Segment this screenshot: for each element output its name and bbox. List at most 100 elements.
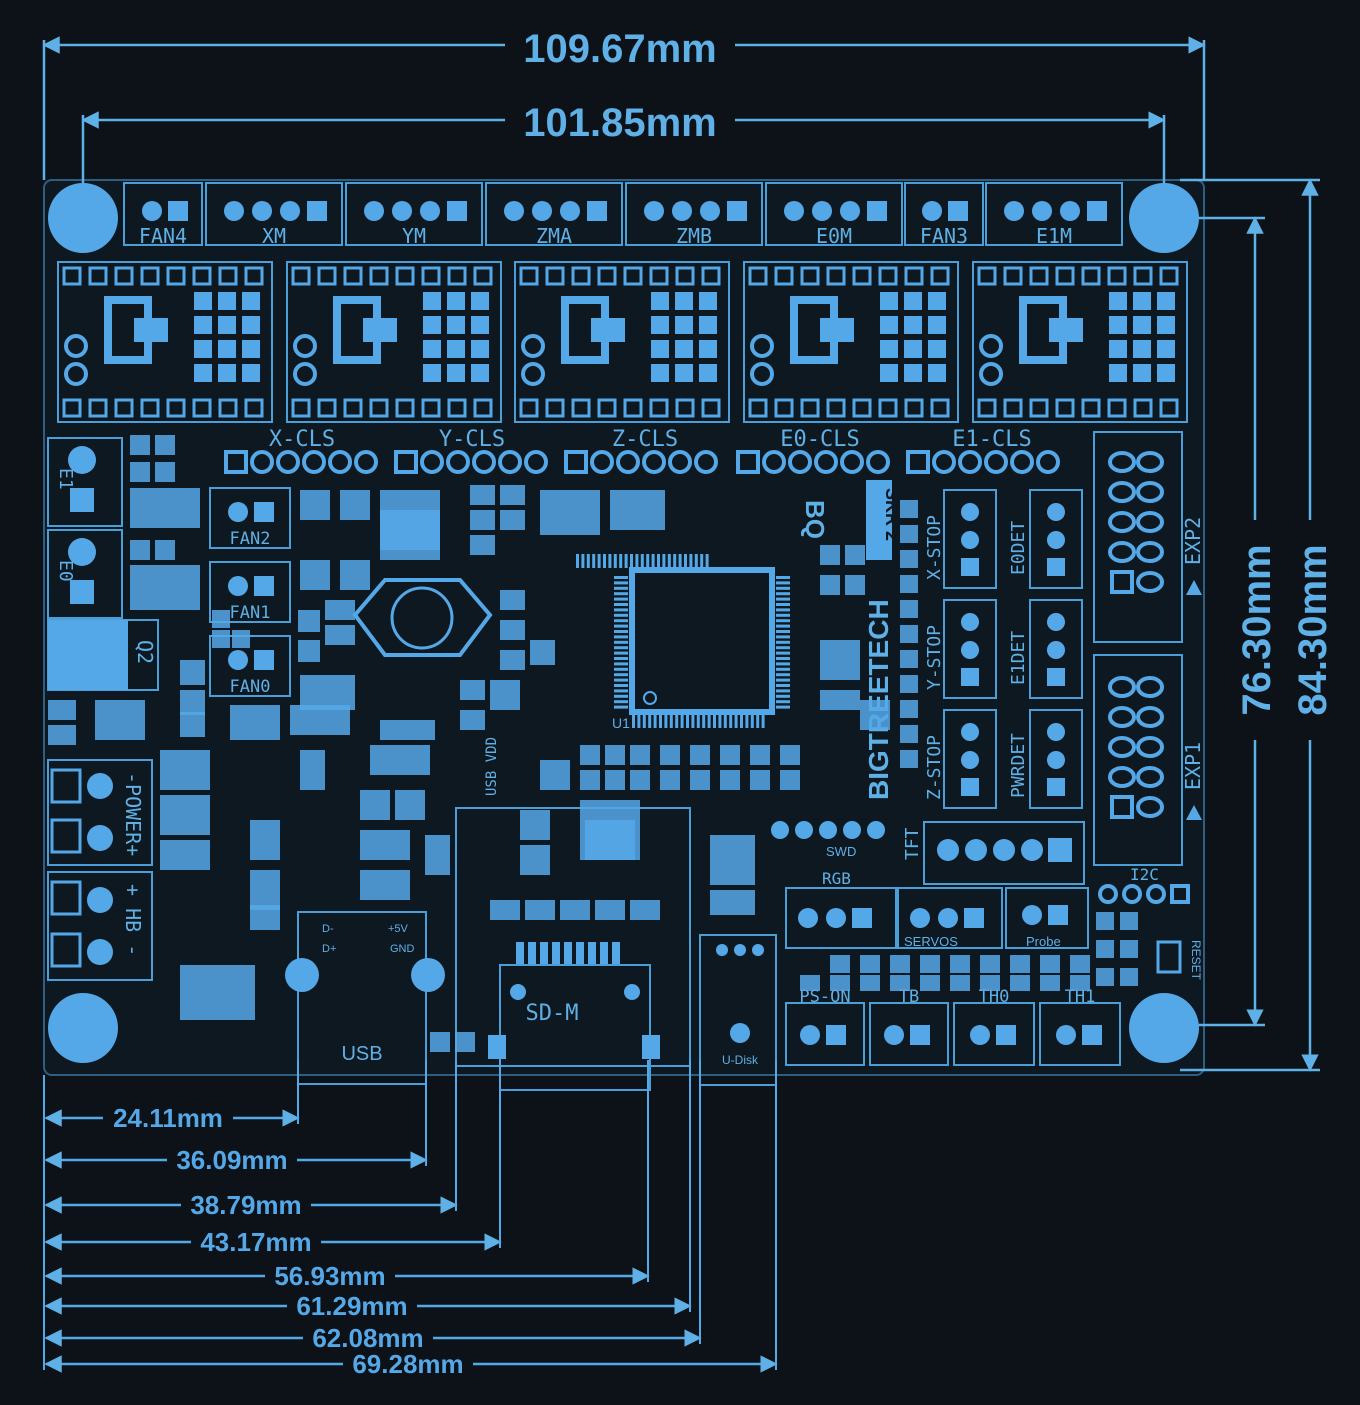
driver-pin: [597, 398, 617, 418]
smd-part: [690, 745, 710, 765]
mcu-pin: [776, 667, 790, 671]
exp-pin: [1108, 766, 1136, 788]
driver-pin: [244, 398, 264, 418]
driver-pin: [291, 398, 311, 418]
driver-pin: [473, 398, 493, 418]
driver-pin: [519, 398, 539, 418]
mcu-pin: [684, 554, 687, 568]
driver-jumper: [194, 340, 212, 358]
label-gnd: GND: [390, 943, 415, 955]
smd-part: [1096, 912, 1114, 930]
mcu-body: [629, 567, 775, 715]
mcu-pin: [614, 576, 628, 579]
mcu-pin: [675, 714, 679, 728]
label-sd-m: SD-M: [526, 1001, 579, 1026]
smd-part: [360, 830, 410, 860]
driver-socket: [57, 261, 273, 423]
smd-part: [830, 975, 850, 991]
driver-pin: [930, 266, 950, 286]
dimension-label: 36.09mm: [176, 1145, 287, 1175]
mcu-pin: [776, 581, 790, 585]
cls-pin: [642, 450, 666, 474]
label-tft: TFT: [902, 827, 923, 860]
label-exp1: EXP1: [1181, 742, 1205, 790]
usb-area: [297, 807, 777, 1091]
smd-part: [250, 905, 280, 930]
driver-cap: [750, 362, 774, 386]
mcu-pin: [700, 554, 704, 568]
driver-pin: [519, 266, 539, 286]
driver-pin: [1055, 266, 1075, 286]
smd-part: [180, 660, 205, 685]
conn-fan4: FAN4: [139, 224, 187, 248]
mcu-pin: [776, 651, 790, 655]
mcu-pin: [630, 554, 633, 568]
driver-jumper: [651, 340, 669, 358]
smd-part: [155, 462, 175, 482]
label-5v: +5V: [388, 923, 409, 935]
smd-part: [540, 760, 570, 790]
smd-part: [212, 630, 230, 648]
smd-part: [340, 490, 370, 520]
mcu-pin: [624, 554, 628, 568]
dimension-label: 69.28mm: [352, 1349, 463, 1379]
reset-button: [1156, 940, 1182, 974]
mcu-pin: [592, 554, 596, 568]
mcu-pin: [619, 554, 623, 568]
usb-mount-holes: [285, 944, 764, 1043]
cls-pin: [1010, 450, 1034, 474]
smd-part: [250, 820, 280, 860]
driver-pin: [317, 266, 337, 286]
label-e1det: E1DET: [1008, 631, 1029, 685]
exp-pin: [1110, 570, 1134, 594]
driver-jumper: [699, 364, 717, 382]
driver-pot: [104, 296, 152, 364]
driver-cap: [64, 362, 88, 386]
driver-jumper: [447, 316, 465, 334]
driver-pin: [826, 398, 846, 418]
cls-pin: [1036, 450, 1060, 474]
driver-jumper: [242, 316, 260, 334]
driver-jumper: [1157, 316, 1175, 334]
mcu-pin: [637, 714, 641, 728]
smd-part: [900, 725, 918, 743]
driver-pin: [545, 266, 565, 286]
fan-pins: [228, 502, 274, 670]
smd-part: [460, 710, 485, 730]
exp-pin: [1136, 676, 1164, 698]
mcu-pin: [646, 554, 650, 568]
mcu-pin: [694, 554, 698, 568]
driver-jumper: [880, 364, 898, 382]
mcu-pin: [691, 714, 695, 728]
driver-pin: [1159, 398, 1179, 418]
label-reset: RESET: [1189, 940, 1203, 981]
cls-pin: [250, 450, 274, 474]
exp-pin: [1136, 766, 1164, 788]
mcu-pin: [614, 689, 628, 693]
mcu-pin: [750, 714, 754, 728]
smd-part: [630, 770, 650, 790]
cls-pin: [276, 450, 300, 474]
mcu-pin: [586, 554, 590, 568]
smd-part: [900, 750, 918, 768]
cls-pin: [394, 450, 418, 474]
driver-jumper: [194, 316, 212, 334]
driver-pin: [701, 398, 721, 418]
driver-jumper: [904, 340, 922, 358]
driver-pin: [1029, 266, 1049, 286]
mcu-pin: [581, 554, 585, 568]
smd-part: [232, 630, 250, 648]
driver-jumper: [1133, 292, 1151, 310]
mcu-pin: [613, 554, 617, 568]
driver-jumper: [880, 340, 898, 358]
mcu-pin: [776, 630, 790, 633]
label-q2: Q2: [133, 640, 157, 664]
driver-pin: [369, 398, 389, 418]
driver-pin: [649, 266, 669, 286]
smd-part: [298, 610, 320, 632]
conn-e0m: E0M: [816, 224, 852, 248]
driver-jumper: [218, 316, 236, 334]
mcu-pin: [657, 554, 660, 568]
mcu-pin: [707, 714, 711, 728]
